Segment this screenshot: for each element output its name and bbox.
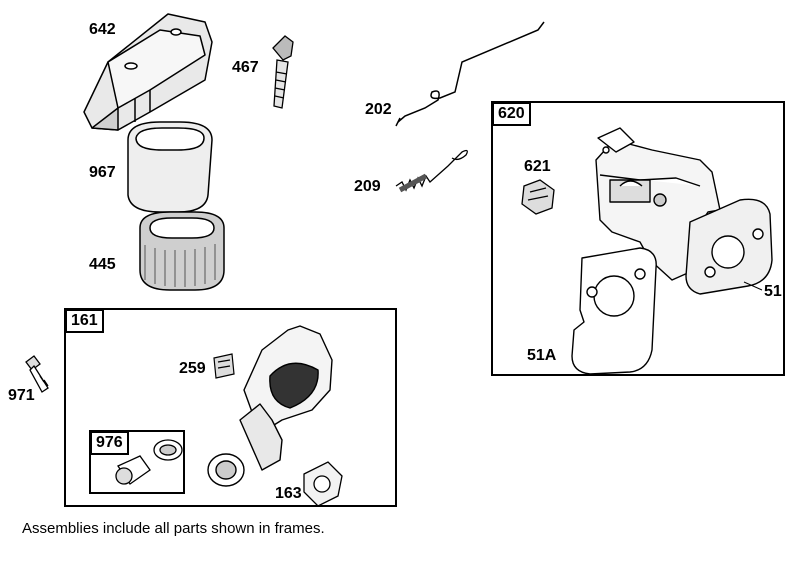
part-467-label: 467 (232, 59, 259, 76)
frames-note: Assemblies include all parts shown in fr… (22, 520, 325, 537)
nozzle-drawing (115, 439, 183, 485)
air-cleaner-cover-drawing (83, 13, 213, 131)
frame-620-label: 620 (492, 102, 531, 126)
part-163-label: 163 (275, 485, 302, 502)
part-971-label: 971 (8, 387, 35, 404)
part-51-label: 51 (764, 283, 782, 300)
air-filter-drawing (139, 211, 225, 291)
pre-cleaner-drawing (127, 121, 213, 213)
part-259-label: 259 (179, 360, 206, 377)
part-621-label: 621 (524, 158, 551, 175)
frame-161-label: 161 (65, 309, 104, 333)
frame-620: 620 (491, 101, 785, 376)
governor-spring-drawing (395, 149, 468, 193)
clip-drawing (521, 179, 555, 215)
breather-drawing (272, 35, 294, 109)
frame-976-label: 976 (90, 431, 129, 455)
gasket-163-drawing (303, 461, 343, 507)
part-967-label: 967 (89, 164, 116, 181)
bolt-drawing (25, 355, 49, 393)
frame-161: 161 (64, 308, 397, 507)
part-51a-label: 51A (527, 347, 557, 364)
control-bracket-drawing (571, 127, 773, 375)
part-445-label: 445 (89, 256, 116, 273)
part-642-label: 642 (89, 21, 116, 38)
frame-976: 976 (89, 430, 185, 494)
intake-elbow-drawing (207, 325, 333, 487)
governor-link-drawing (395, 21, 545, 127)
plug-259-drawing (213, 353, 235, 379)
part-209-label: 209 (354, 178, 381, 195)
part-202-label: 202 (365, 101, 392, 118)
